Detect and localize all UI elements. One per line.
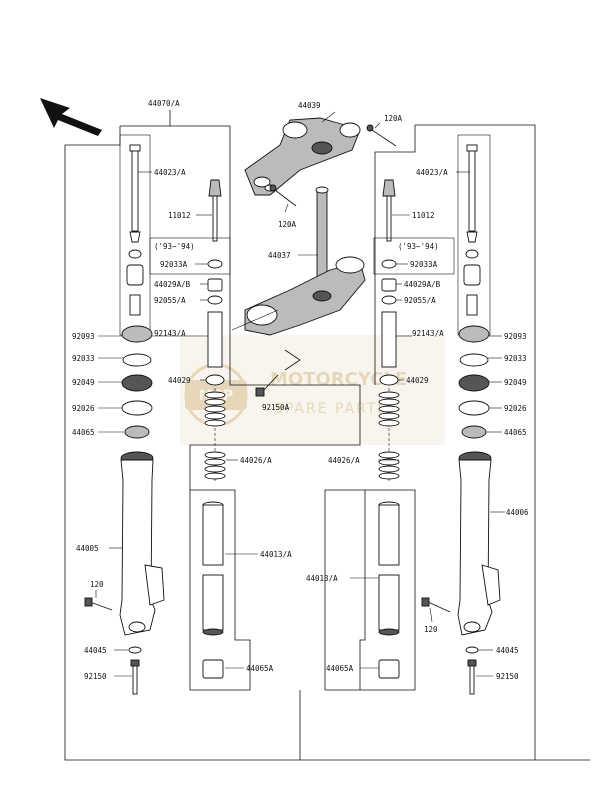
washer-44029-right — [379, 374, 399, 386]
label-44065a-right: 44065A — [326, 664, 354, 673]
label-44045-left: 44045 — [84, 646, 107, 655]
washer-92026-right — [458, 400, 490, 416]
label-44065a-left: 44065A — [246, 664, 274, 673]
label-92033a-right: 92033A — [410, 260, 438, 269]
ring-92033a-right — [381, 259, 397, 269]
label-44023-left: 44023/A — [154, 168, 186, 177]
label-120a-top: 120A — [384, 114, 403, 123]
label-92150a: 92150A — [262, 403, 290, 412]
spacer-92143-right — [381, 311, 397, 368]
label-44065-left: 44065 — [72, 428, 95, 437]
label-44029-right: 44029 — [406, 376, 429, 385]
label-120-left: 120 — [90, 580, 104, 589]
o-ring-92055-right — [381, 295, 397, 305]
oil-seal-92049-right — [458, 374, 490, 392]
label-11012-left: 11012 — [168, 211, 191, 220]
washer-44029-left — [205, 374, 225, 386]
label-44070: 44070/A — [148, 99, 180, 108]
outer-tube-right — [457, 451, 501, 636]
upper-triple-clamp — [244, 117, 361, 196]
washer-44045-right — [465, 646, 479, 654]
bolt-92150a — [255, 374, 279, 397]
bolt-120a-top — [366, 124, 397, 147]
oil-seal-92049-left — [121, 374, 153, 392]
collar-44029ab-left — [207, 278, 223, 292]
bushing-44065-left — [124, 425, 150, 439]
label-44065-right: 44065 — [504, 428, 527, 437]
label-44013-left: 44013/A — [260, 550, 292, 559]
label-44045-right: 44045 — [496, 646, 519, 655]
label-44026-right: 44026/A — [328, 456, 360, 465]
adjuster-rod-left — [208, 179, 222, 242]
adjuster-rod-right — [382, 179, 396, 242]
dust-seal-92093-left — [121, 325, 153, 343]
label-92049-left: 92049 — [72, 378, 95, 387]
label-92026-left: 92026 — [72, 404, 95, 413]
o-ring-92055-left — [207, 295, 223, 305]
assembly-frames — [64, 110, 590, 761]
clip-92033-left — [122, 353, 152, 367]
label-92055-right: 92055/A — [404, 296, 436, 305]
label-44006: 44006 — [506, 508, 529, 517]
label-44026-left: 44026/A — [240, 456, 272, 465]
label-92026-right: 92026 — [504, 404, 527, 413]
label-92033-left: 92033 — [72, 354, 95, 363]
bolt-120a-mid — [269, 184, 297, 207]
washer-92026-left — [121, 400, 153, 416]
label-92143-left: 92143/A — [154, 329, 186, 338]
label-92033-right: 92033 — [504, 354, 527, 363]
spring-44026-right — [378, 388, 400, 482]
label-120a-mid: 120A — [278, 220, 297, 229]
label-44037: 44037 — [268, 251, 291, 260]
label-11012-right: 11012 — [412, 211, 435, 220]
leader-lines — [95, 111, 505, 677]
watermark-line2: SPARE PARTS — [274, 401, 388, 417]
label-44005: 44005 — [76, 544, 99, 553]
outer-tube-left — [119, 451, 165, 636]
cap-bolt-left — [126, 144, 144, 316]
label-44029ab-left: 44029A/B — [154, 280, 191, 289]
label-92093-right: 92093 — [504, 332, 527, 341]
dust-seal-92093-right — [458, 325, 490, 343]
inner-tube-right — [378, 501, 400, 679]
inner-tube-left — [202, 501, 224, 679]
arrow-icon — [40, 98, 102, 136]
bolt-120-left — [84, 597, 113, 611]
label-92150-right: 92150 — [496, 672, 519, 681]
spacer-92143-left — [207, 311, 223, 368]
washer-44045-left — [128, 646, 142, 654]
collar-44029ab-right — [381, 278, 397, 292]
label-92143-right: 92143/A — [412, 329, 444, 338]
label-44039: 44039 — [298, 101, 321, 110]
watermark: MSP MOTORCYCLE SPARE PARTS — [180, 335, 445, 445]
label-92033a-left: 92033A — [160, 260, 188, 269]
label-120-right: 120 — [424, 625, 438, 634]
ring-92033a-left — [207, 259, 223, 269]
label-44029-left: 44029 — [168, 376, 191, 385]
clip-92033-right — [459, 353, 489, 367]
label-92055-left: 92055/A — [154, 296, 186, 305]
spring-44026-left — [204, 388, 226, 482]
bushing-44065-right — [461, 425, 487, 439]
label-92049-right: 92049 — [504, 378, 527, 387]
part-labels: 44070/A 44039 120A 44023/A 44023/A 11012… — [72, 99, 529, 681]
bolt-120-right — [421, 597, 451, 613]
label-44023-right: 44023/A — [416, 168, 448, 177]
label-44029ab-right: 44029A/B — [404, 280, 441, 289]
bolt-92150-right — [467, 659, 477, 695]
label-92150-left: 92150 — [84, 672, 107, 681]
label-44013-right: 44013/A — [306, 574, 338, 583]
cap-bolt-right — [463, 144, 481, 316]
steering-stem — [231, 186, 366, 371]
label-year-right: ('93~'94) — [398, 242, 439, 251]
label-92093-left: 92093 — [72, 332, 95, 341]
label-year-left: ('93~'94) — [154, 242, 195, 251]
bolt-92150-left — [130, 659, 140, 695]
